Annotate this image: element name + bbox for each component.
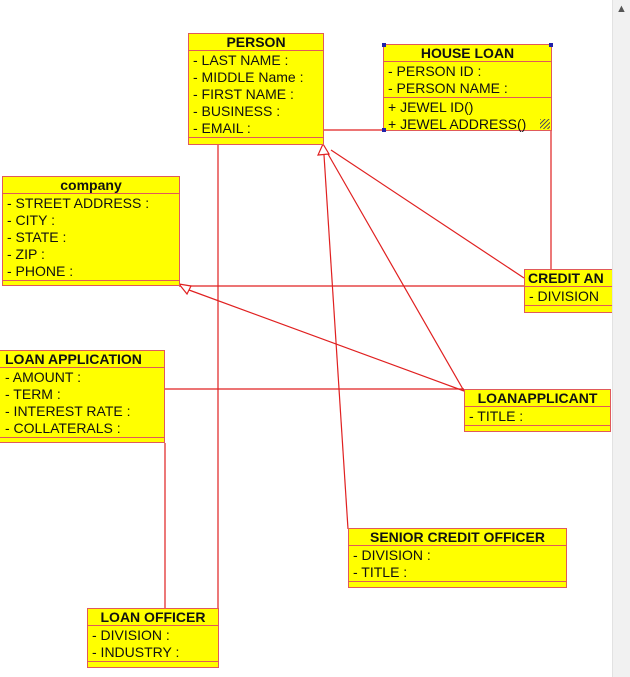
class-title: LOANAPPLICANT bbox=[465, 390, 610, 407]
class-loan-applicant[interactable]: LOANAPPLICANT - TITLE : bbox=[464, 389, 611, 432]
attributes-section: - LAST NAME : - MIDDLE Name : - FIRST NA… bbox=[189, 51, 323, 138]
class-person[interactable]: PERSON - LAST NAME : - MIDDLE Name : - F… bbox=[188, 33, 324, 145]
attribute-person-name: - PERSON NAME : bbox=[388, 80, 508, 96]
attribute-email: - EMAIL : bbox=[193, 120, 251, 136]
class-loan-application[interactable]: LOAN APPLICATION - AMOUNT : - TERM : - I… bbox=[0, 350, 165, 443]
inheritance-arrowhead-person bbox=[317, 142, 331, 156]
generalization-loan-applicant-to-person[interactable] bbox=[327, 153, 465, 392]
attribute-title: - TITLE : bbox=[469, 408, 524, 424]
attributes-section: - PERSON ID : - PERSON NAME : bbox=[384, 62, 551, 98]
attribute-state: - STATE : bbox=[7, 229, 67, 245]
attributes-section: - STREET ADDRESS : - CITY : - STATE : - … bbox=[3, 194, 179, 281]
vertical-scrollbar[interactable]: ▲ bbox=[612, 0, 630, 677]
class-title: CREDIT AN bbox=[525, 270, 612, 287]
class-title: HOUSE LOAN bbox=[384, 45, 551, 62]
inheritance-arrowhead-company bbox=[177, 283, 192, 296]
attribute-industry: - INDUSTRY : bbox=[92, 644, 180, 660]
class-senior-credit-officer[interactable]: SENIOR CREDIT OFFICER - DIVISION : - TIT… bbox=[348, 528, 567, 588]
class-title: SENIOR CREDIT OFFICER bbox=[349, 529, 566, 546]
attributes-section: - TITLE : bbox=[465, 407, 610, 426]
attribute-term: - TERM : bbox=[5, 386, 61, 402]
attribute-division: - DIVISION bbox=[529, 288, 600, 304]
attribute-interest-rate: - INTEREST RATE : bbox=[5, 403, 131, 419]
attribute-collaterals: - COLLATERALS : bbox=[5, 420, 121, 436]
selection-handle-bottom-left[interactable] bbox=[382, 128, 386, 132]
attribute-division: - DIVISION : bbox=[353, 547, 431, 563]
generalization-senior-credit-officer-to-person[interactable] bbox=[323, 154, 349, 530]
class-company[interactable]: company - STREET ADDRESS : - CITY : - ST… bbox=[2, 176, 180, 286]
attributes-section: - DIVISION bbox=[525, 287, 612, 306]
class-house-loan[interactable]: HOUSE LOAN - PERSON ID : - PERSON NAME :… bbox=[382, 43, 553, 133]
attribute-title: - TITLE : bbox=[353, 564, 408, 580]
operation-jewel-id: + JEWEL ID() bbox=[388, 99, 474, 115]
operations-section: + JEWEL ID() + JEWEL ADDRESS() bbox=[384, 98, 551, 133]
class-title: LOAN OFFICER bbox=[88, 609, 218, 626]
resize-grip-icon[interactable] bbox=[540, 119, 550, 129]
selection-handle-top-left[interactable] bbox=[382, 43, 386, 47]
generalization-loan-applicant-to-company[interactable] bbox=[188, 289, 465, 392]
operation-jewel-address: + JEWEL ADDRESS() bbox=[388, 116, 527, 132]
attributes-section: - AMOUNT : - TERM : - INTEREST RATE : - … bbox=[0, 368, 164, 438]
attribute-amount: - AMOUNT : bbox=[5, 369, 81, 385]
attribute-person-id: - PERSON ID : bbox=[388, 63, 482, 79]
class-loan-officer[interactable]: LOAN OFFICER - DIVISION : - INDUSTRY : bbox=[87, 608, 219, 668]
class-title: company bbox=[3, 177, 179, 194]
attribute-zip: - ZIP : bbox=[7, 246, 45, 262]
attribute-division: - DIVISION : bbox=[92, 627, 170, 643]
attribute-city: - CITY : bbox=[7, 212, 55, 228]
attribute-last-name: - LAST NAME : bbox=[193, 52, 289, 68]
attribute-phone: - PHONE : bbox=[7, 263, 74, 279]
triangle-up-icon[interactable]: ▲ bbox=[616, 3, 627, 15]
scrollbar-thumb[interactable] bbox=[616, 18, 626, 658]
class-title: PERSON bbox=[189, 34, 323, 51]
class-credit-analyst[interactable]: CREDIT AN - DIVISION bbox=[524, 269, 612, 313]
attribute-middle-name: - MIDDLE Name : bbox=[193, 69, 304, 85]
class-title: LOAN APPLICATION bbox=[0, 351, 164, 368]
diagram-canvas[interactable]: PERSON - LAST NAME : - MIDDLE Name : - F… bbox=[0, 0, 612, 677]
attributes-section: - DIVISION : - INDUSTRY : bbox=[88, 626, 218, 662]
attributes-section: - DIVISION : - TITLE : bbox=[349, 546, 566, 582]
attribute-street-address: - STREET ADDRESS : bbox=[7, 195, 150, 211]
selection-handle-top-right[interactable] bbox=[549, 43, 553, 47]
attribute-first-name: - FIRST NAME : bbox=[193, 86, 294, 102]
generalization-credit-analyst-to-person[interactable] bbox=[330, 149, 525, 279]
attribute-business: - BUSINESS : bbox=[193, 103, 281, 119]
